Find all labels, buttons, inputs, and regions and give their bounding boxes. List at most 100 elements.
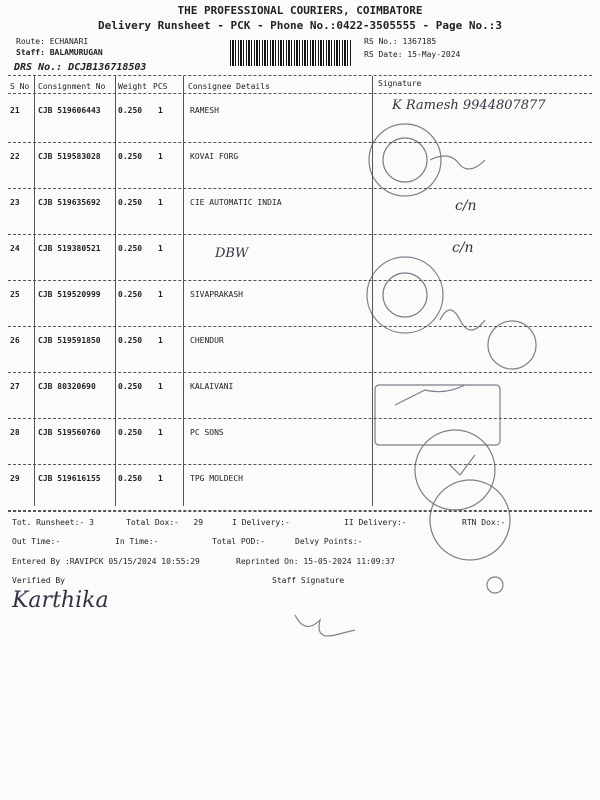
- verified-signature: Karthika: [12, 588, 109, 613]
- row-consignment-no: CJB 519635692: [38, 198, 101, 207]
- row-consignment-no: CJB 519520999: [38, 290, 101, 299]
- row-weight: 0.250: [118, 244, 143, 253]
- row-weight: 0.250: [118, 152, 143, 161]
- row-weight: 0.250: [118, 382, 143, 391]
- row-pcs: 1: [158, 198, 163, 207]
- row-divider: [8, 510, 592, 511]
- row-pcs: 1: [158, 474, 163, 483]
- row-divider: [8, 464, 592, 465]
- out-time: Out Time:-: [12, 537, 61, 546]
- col-signature: Signature: [378, 79, 422, 88]
- row-divider: [8, 142, 592, 143]
- column-line: [34, 76, 35, 506]
- row-weight: 0.250: [118, 198, 143, 207]
- rs-date: RS Date: 15-May-2024: [364, 50, 461, 59]
- row-consignment-no: CJB 519560760: [38, 428, 101, 437]
- row-sno: 28: [10, 428, 20, 437]
- column-line: [183, 76, 184, 506]
- row-divider: [8, 418, 592, 419]
- divider: [8, 93, 592, 94]
- column-line: [372, 76, 373, 506]
- row-pcs: 1: [158, 152, 163, 161]
- handwritten-cn: c/n: [455, 198, 477, 214]
- in-time: In Time:-: [115, 537, 159, 546]
- row-pcs: 1: [158, 290, 163, 299]
- entered-by: Entered By :RAVIPCK 05/15/2024 10:55:29: [12, 557, 200, 566]
- row-sno: 26: [10, 336, 20, 345]
- row-sno: 22: [10, 152, 20, 161]
- row-divider: [8, 234, 592, 235]
- runsheet-subtitle: Delivery Runsheet - PCK - Phone No.:0422…: [98, 19, 502, 32]
- row-consignee: PC SONS: [190, 428, 224, 437]
- staff-signature: [294, 614, 356, 637]
- i-delivery: I Delivery:-: [232, 518, 290, 527]
- row-pcs: 1: [158, 244, 163, 253]
- col-weight: Weight: [118, 82, 147, 91]
- reprinted-on: Reprinted On: 15-05-2024 11:09:37: [236, 557, 395, 566]
- table-row: 24 CJB 519380521 0.250 1: [0, 238, 600, 284]
- row-consignment-no: CJB 519583028: [38, 152, 101, 161]
- signature-scribble: [439, 309, 486, 331]
- tot-runsheet: Tot. Runsheet:- 3: [12, 518, 94, 527]
- courier-stamp: [366, 256, 444, 334]
- small-mark: [486, 576, 504, 594]
- row-pcs: 1: [158, 382, 163, 391]
- signature-scribble: [394, 384, 466, 406]
- company-stamp: [368, 123, 442, 197]
- table-row: 22 CJB 519583028 0.250 1 KOVAI FORG: [0, 146, 600, 192]
- row-sno: 27: [10, 382, 20, 391]
- row-divider: [8, 188, 592, 189]
- row-consignment-no: CJB 519606443: [38, 106, 101, 115]
- handwritten-receiver: K Ramesh 9944807877: [392, 98, 546, 113]
- row-weight: 0.250: [118, 290, 143, 299]
- row-divider: [8, 326, 592, 327]
- table-row: 29 CJB 519616155 0.250 1 TPG MOLDECH: [0, 468, 600, 514]
- round-stamp: [414, 429, 496, 511]
- total-pod: Total POD:-: [212, 537, 265, 546]
- ii-delivery: II Delivery:-: [344, 518, 407, 527]
- staff: Staff: BALAMURUGAN: [16, 48, 103, 57]
- handwritten-consignee: DBW: [215, 246, 249, 261]
- rtn-dox: RTN Dox:-: [462, 518, 506, 527]
- company-title: THE PROFESSIONAL COURIERS, COIMBATORE: [177, 4, 423, 17]
- drs-no: DRS No.: DCJB136718503: [14, 62, 147, 73]
- signature-scribble: [449, 454, 476, 476]
- col-sno: S No: [10, 82, 30, 91]
- row-sno: 21: [10, 106, 20, 115]
- row-consignee: KOVAI FORG: [190, 152, 239, 161]
- row-pcs: 1: [158, 428, 163, 437]
- row-consignment-no: CJB 519616155: [38, 474, 101, 483]
- courier-stamp-inner: [382, 272, 428, 318]
- column-line: [115, 76, 116, 506]
- route: Route: ECHANARI: [16, 37, 89, 46]
- row-weight: 0.250: [118, 336, 143, 345]
- row-consignee: CHENDUR: [190, 336, 224, 345]
- row-sno: 24: [10, 244, 20, 253]
- signature-scribble: [429, 155, 486, 170]
- row-consignment-no: CJB 80320690: [38, 382, 96, 391]
- total-dox: Total Dox:- 29: [126, 518, 204, 527]
- handwritten-cn: c/n: [452, 240, 474, 256]
- row-consignment-no: CJB 519591850: [38, 336, 101, 345]
- row-consignment-no: CJB 519380521: [38, 244, 101, 253]
- row-divider: [8, 372, 592, 373]
- row-weight: 0.250: [118, 474, 143, 483]
- rs-no: RS No.: 1367185: [364, 37, 437, 46]
- delvy-points: Delvy Points:-: [295, 537, 363, 546]
- row-sno: 29: [10, 474, 20, 483]
- row-consignee: KALAIVANI: [190, 382, 234, 391]
- row-consignee: SIVAPRAKASH: [190, 290, 243, 299]
- divider: [8, 511, 592, 512]
- bank-stamp: [487, 320, 537, 370]
- verified-by: Verified By: [12, 576, 65, 585]
- row-consignee: TPG MOLDECH: [190, 474, 243, 483]
- row-sno: 23: [10, 198, 20, 207]
- row-consignee: RAMESH: [190, 106, 219, 115]
- row-weight: 0.250: [118, 106, 143, 115]
- staff-signature-label: Staff Signature: [272, 576, 345, 585]
